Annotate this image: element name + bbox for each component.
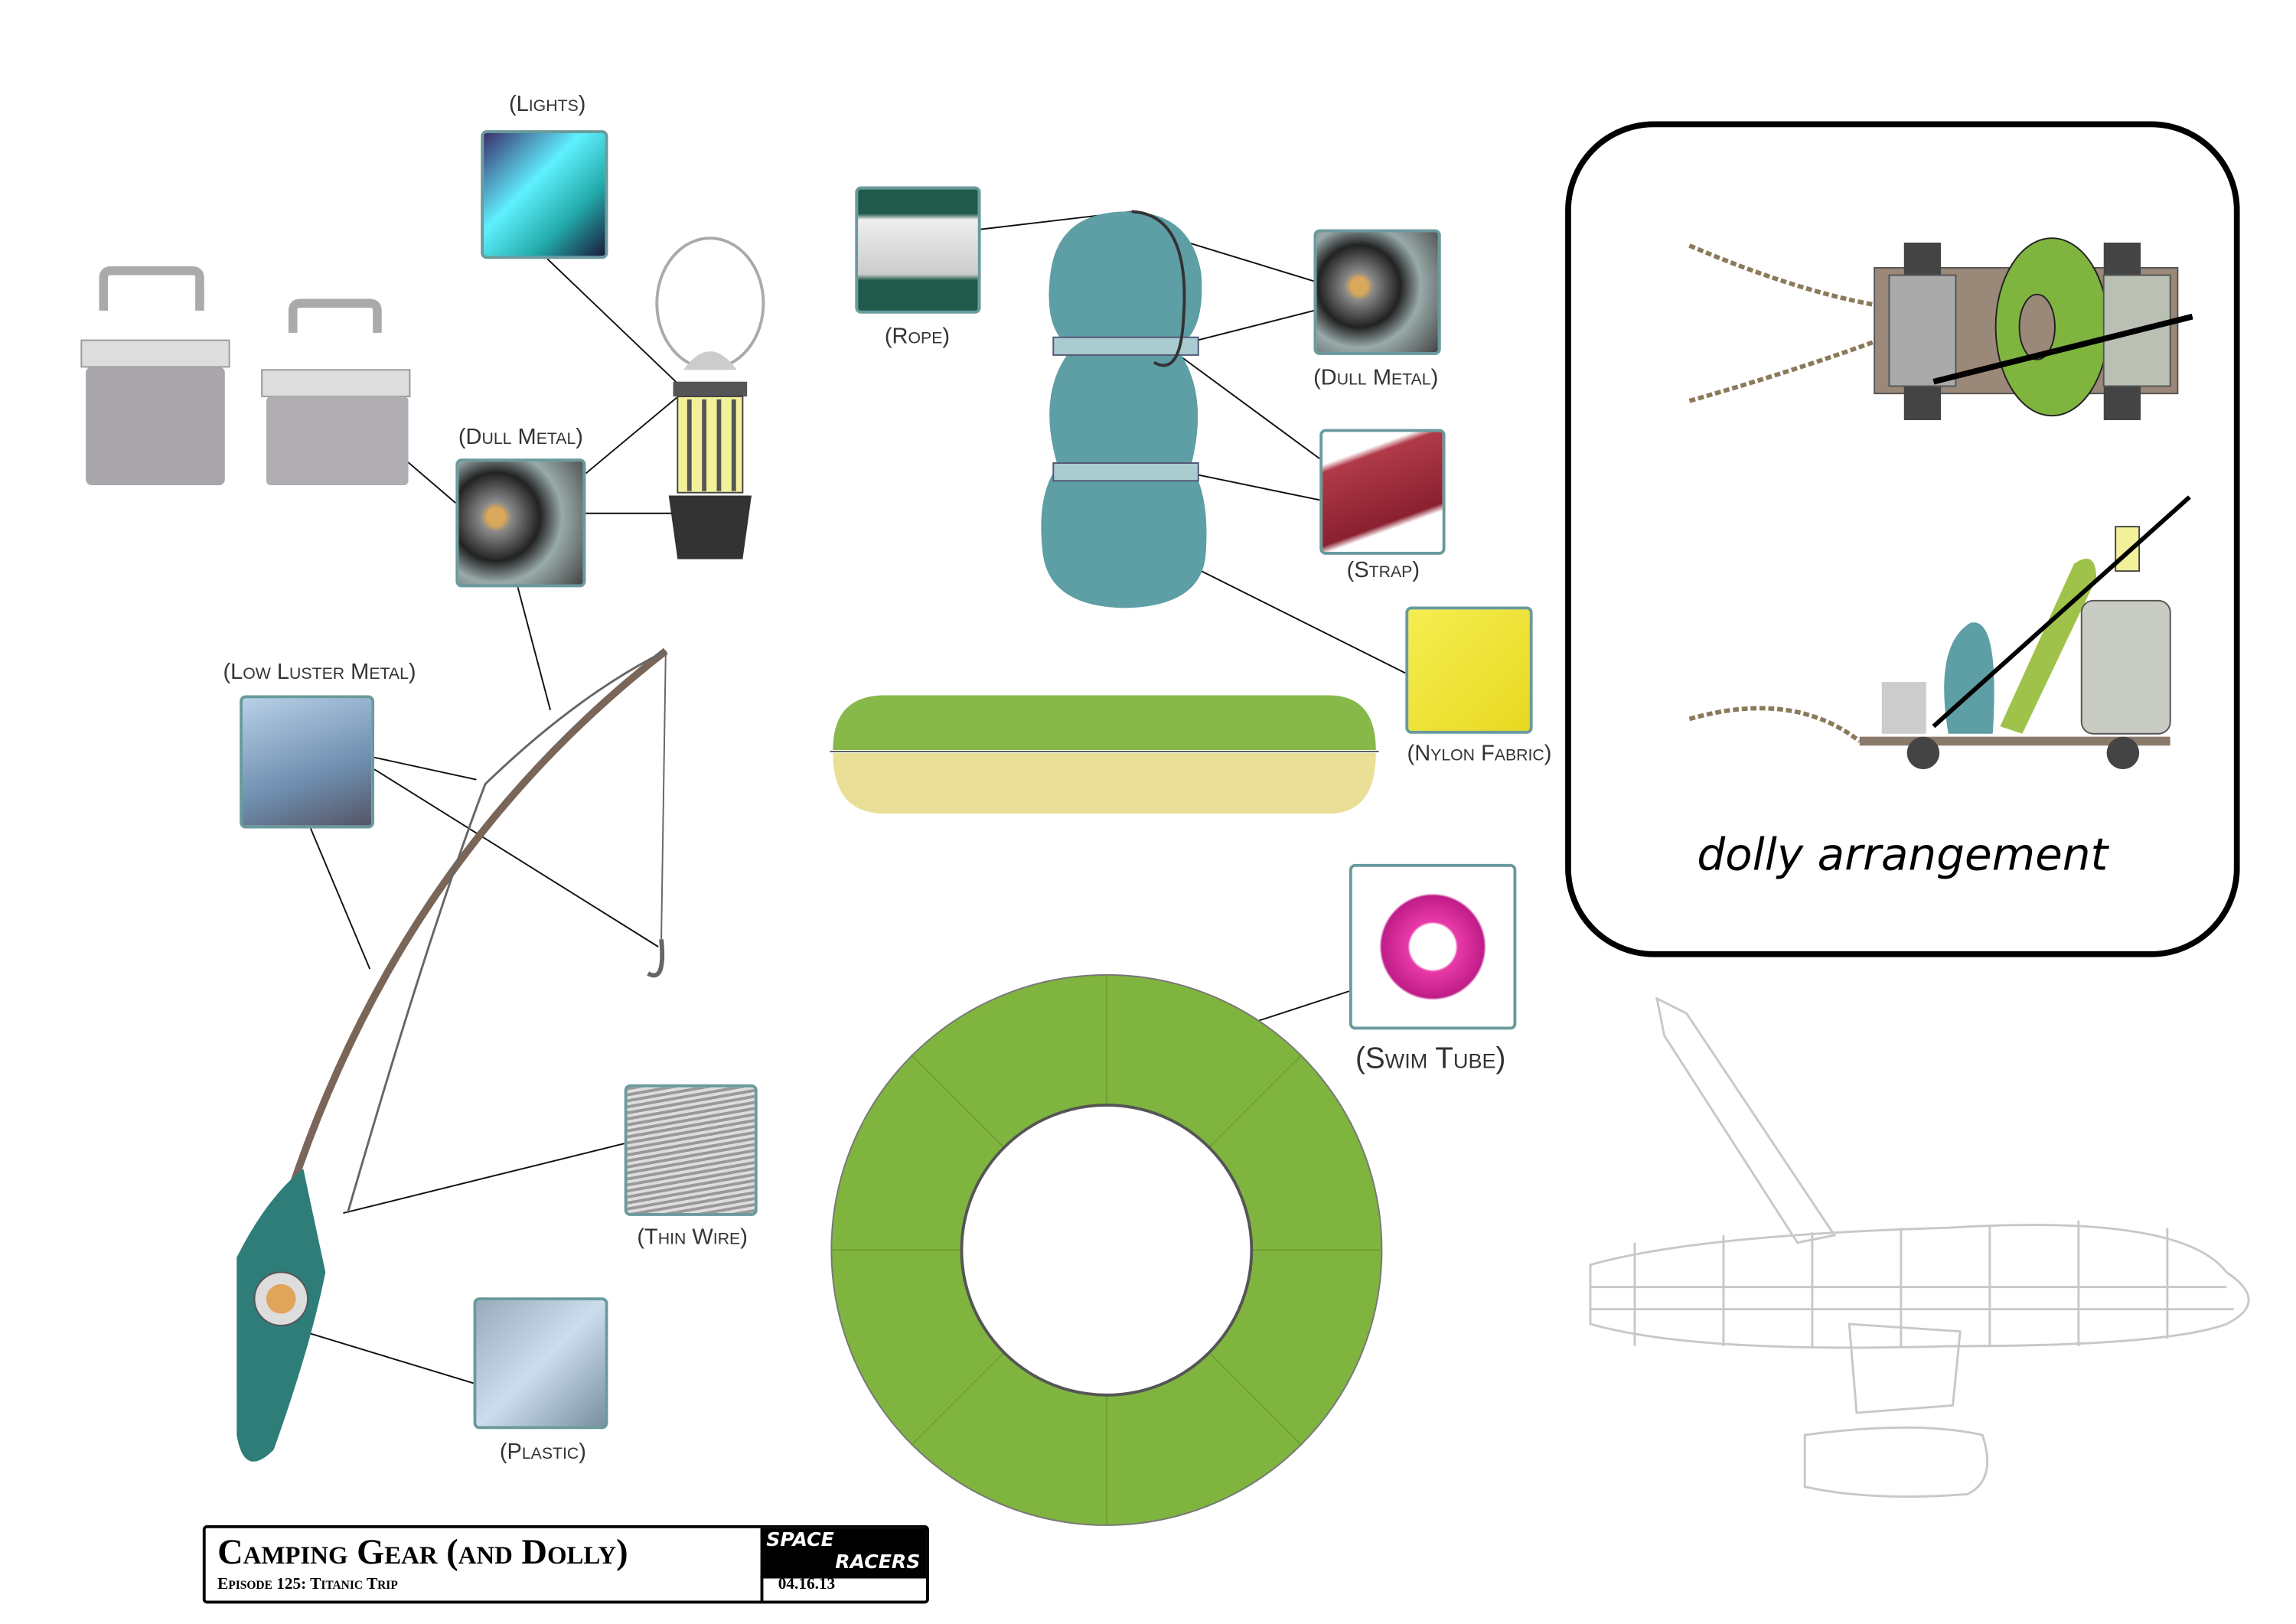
swim-tube-swatch bbox=[1349, 863, 1517, 1030]
thin-wire-swatch bbox=[624, 1084, 758, 1216]
rope-swatch bbox=[855, 186, 981, 314]
dolly-caption: dolly arrangement bbox=[1697, 830, 2108, 882]
low-luster-metal-swatch bbox=[240, 695, 375, 829]
low-luster-metal-label: (Low Luster Metal) bbox=[223, 660, 416, 685]
strap-label: (Strap) bbox=[1346, 557, 1420, 583]
sheet-date: 04.16.13 bbox=[760, 1575, 926, 1601]
sheet-subtitle: Episode 125: Titanic Trip bbox=[217, 1575, 398, 1593]
sleeping-bag-illustration bbox=[1041, 210, 1207, 608]
thin-wire-label: (Thin Wire) bbox=[637, 1225, 748, 1251]
nylon-fabric-label: (Nylon Fabric) bbox=[1407, 741, 1552, 767]
dull-metal-swatch-2 bbox=[1313, 229, 1441, 355]
lights-swatch bbox=[481, 130, 608, 259]
wireframe-ship-illustration bbox=[1589, 996, 2250, 1498]
lantern-illustration bbox=[655, 236, 765, 559]
dull-metal-label-2: (Dull Metal) bbox=[1313, 365, 1439, 391]
space-racers-logo: SPACE RACERS bbox=[760, 1528, 927, 1579]
rope-label: (Rope) bbox=[884, 324, 951, 350]
lights-label: (Lights) bbox=[508, 91, 586, 117]
title-block: Camping Gear (and Dolly) Episode 125: Ti… bbox=[202, 1525, 929, 1604]
sheet-title: Camping Gear (and Dolly) bbox=[217, 1534, 628, 1573]
swim-tube-label: (Swim Tube) bbox=[1355, 1042, 1506, 1076]
dull-metal-label: (Dull Metal) bbox=[458, 424, 583, 450]
strap-swatch bbox=[1319, 429, 1446, 555]
nylon-fabric-swatch bbox=[1405, 606, 1533, 734]
dolly-illustrations bbox=[1688, 237, 2193, 770]
plastic-label: (Plastic) bbox=[499, 1439, 586, 1465]
battery-illustrations bbox=[80, 266, 411, 486]
dolly-arrangement-panel: dolly arrangement bbox=[1565, 121, 2240, 957]
fishing-rod-illustration bbox=[236, 647, 668, 1462]
plastic-swatch bbox=[473, 1297, 608, 1430]
dull-metal-swatch bbox=[455, 458, 586, 588]
logo-line-2: RACERS bbox=[835, 1551, 921, 1574]
logo-line-1: SPACE bbox=[766, 1529, 834, 1552]
swim-ring-illustration bbox=[830, 973, 1383, 1526]
air-mattress-illustration bbox=[830, 695, 1379, 814]
